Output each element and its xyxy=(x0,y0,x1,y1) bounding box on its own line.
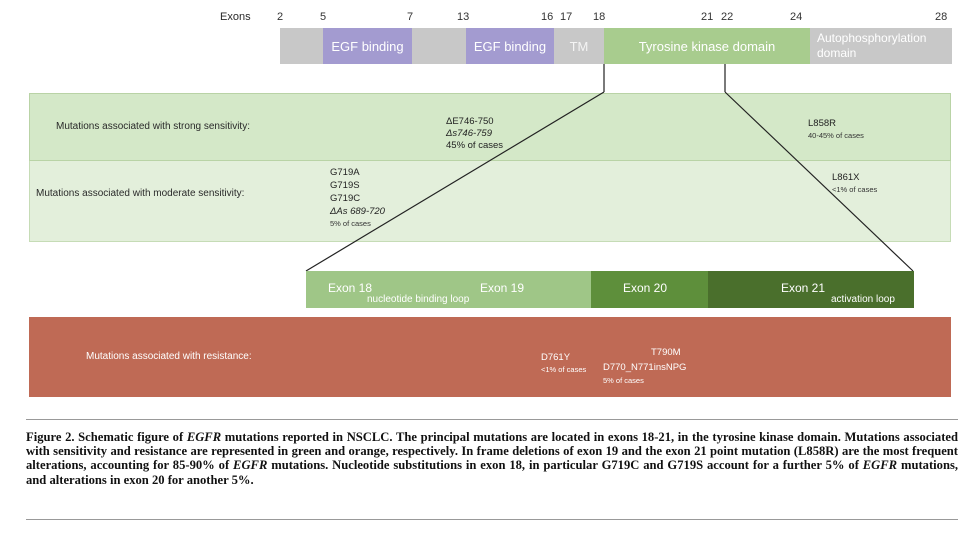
mutation-l858r: L858R xyxy=(808,118,836,129)
figure-caption: Figure 2. Schematic figure of EGFR mutat… xyxy=(26,430,958,487)
strong-sensitivity-band xyxy=(29,93,951,161)
strong-sensitivity-label: Mutations associated with strong sensiti… xyxy=(56,121,250,132)
moderate-sensitivity-label: Mutations associated with moderate sensi… xyxy=(36,188,245,199)
tyrosine-kinase-domain: Tyrosine kinase domain xyxy=(604,28,810,64)
exon-20-box xyxy=(591,271,708,308)
connector-left-diagonal xyxy=(305,91,605,272)
mutation-g719-frequency: 5% of cases xyxy=(330,219,371,228)
exon-number: 2 xyxy=(277,11,284,23)
exon-20-label: Exon 20 xyxy=(623,281,668,295)
activation-loop-label: activation loop xyxy=(831,294,895,305)
mutation-del-689-720: ΔAs 689-720 xyxy=(330,206,385,217)
caption-top-rule xyxy=(26,419,958,420)
mutation-g719c: G719C xyxy=(330,193,361,204)
mutation-del-alt: Δs746-759 xyxy=(446,128,492,139)
mutation-l858r-frequency: 40-45% of cases xyxy=(808,131,864,140)
exon-18-19-box xyxy=(306,271,591,308)
exon-number: 16 xyxy=(541,11,554,23)
mutation-g719a: G719A xyxy=(330,167,360,178)
zoom-connector-lines xyxy=(305,64,914,272)
resistance-label: Mutations associated with resistance: xyxy=(86,351,252,362)
mutation-d761y: D761Y xyxy=(541,352,571,363)
egf-binding-domain-2: EGF binding xyxy=(466,28,554,64)
exon-number: 21 xyxy=(701,11,714,23)
exon-number: 28 xyxy=(935,11,948,23)
exon-number: 24 xyxy=(790,11,803,23)
caption-bottom-rule xyxy=(26,519,958,520)
exon-number: 5 xyxy=(320,11,327,23)
mutation-del-frequency: 45% of cases xyxy=(446,140,504,151)
exon-number: 22 xyxy=(721,11,734,23)
exon-number: 18 xyxy=(593,11,606,23)
mutation-d770-frequency: 5% of cases xyxy=(603,376,644,385)
exon-21-box xyxy=(708,271,914,308)
mutation-t790m: T790M xyxy=(651,347,681,358)
mutation-l861x-frequency: <1% of cases xyxy=(832,185,878,194)
exon-number: 17 xyxy=(560,11,573,23)
mutation-d761y-frequency: <1% of cases xyxy=(541,365,587,374)
egf-binding-domain-1: EGF binding xyxy=(323,28,412,64)
mutation-l861x: L861X xyxy=(832,172,860,183)
mutation-g719s: G719S xyxy=(330,180,360,191)
exon-number: 13 xyxy=(457,11,470,23)
transmembrane-domain: TM xyxy=(569,38,589,54)
connector-right-diagonal xyxy=(724,91,914,272)
exon-19-label: Exon 19 xyxy=(480,281,525,295)
exon-18-label: Exon 18 xyxy=(328,281,373,295)
exon-number: 7 xyxy=(407,11,414,23)
autophosphorylation-domain: Autophosphorylation domain xyxy=(817,31,927,60)
exons-axis-label: Exons xyxy=(220,11,251,23)
exon-21-label: Exon 21 xyxy=(781,281,826,295)
mutation-del-e746-750: ΔE746-750 xyxy=(446,116,494,127)
moderate-sensitivity-band xyxy=(29,161,951,242)
mutation-d770-insnpg: D770_N771insNPG xyxy=(603,362,687,373)
nucleotide-binding-loop-label: nucleotide binding loop xyxy=(367,294,470,305)
resistance-band xyxy=(29,317,951,397)
